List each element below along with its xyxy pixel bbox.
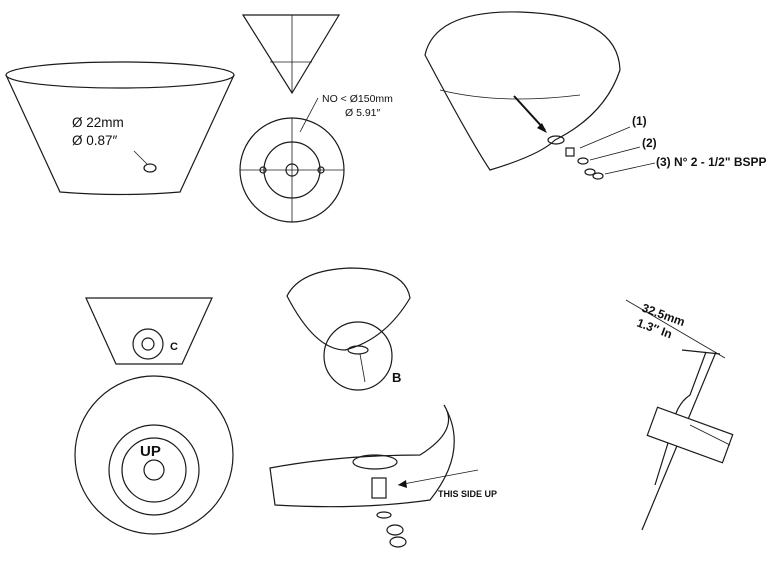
diameter-in-label: Ø 5.91″: [345, 107, 381, 119]
arrow-head: [537, 123, 547, 133]
part-2: [577, 157, 589, 165]
this-side-up-label: THIS SIDE UP: [438, 489, 497, 499]
no-diameter-label: NO < Ø150mm: [322, 93, 393, 105]
cone-detail-view: B: [286, 267, 411, 391]
exploded-assembly: (1) (2) (3) N° 2 - 1/2" BSPP: [424, 11, 767, 180]
leader-1: [579, 126, 631, 149]
fitting-body: [646, 406, 734, 464]
dimension-leader: [299, 97, 319, 133]
cone-bottom-view: UP: [74, 375, 234, 535]
callout-b: B: [392, 370, 401, 385]
hole-diameter-mm: Ø 22mm: [72, 115, 124, 130]
cone-side-view: Ø 22mm Ø 0.87″: [5, 61, 235, 196]
leader-2: [589, 146, 641, 161]
front-body: [85, 297, 213, 365]
insert-washer: [376, 511, 392, 519]
cone-shell: [424, 11, 621, 171]
hole-diameter-in: Ø 0.87″: [72, 133, 118, 148]
up-arrow-line: [397, 469, 479, 486]
part-3-nut-b: [592, 172, 604, 180]
bottom-ring: [108, 424, 200, 516]
fitting-outer: [132, 328, 164, 360]
fitting-inner: [141, 337, 155, 351]
cone-body: [5, 74, 235, 196]
insert-part: [547, 135, 565, 145]
part-1: [565, 147, 575, 157]
cone-front-view: C: [85, 297, 213, 365]
part-3-label: (3) N° 2 - 1/2" BSPP: [656, 155, 767, 169]
callout-c: C: [170, 341, 178, 353]
leader-line: [133, 150, 148, 165]
cone-top-views: NO < Ø150mm Ø 5.91″: [239, 14, 393, 223]
up-label: UP: [140, 443, 161, 460]
bottom-outer: [74, 375, 234, 535]
insert-nut-a: [386, 524, 404, 536]
detail-fitting: [347, 345, 369, 355]
arrow-shaft: [513, 95, 546, 131]
dim-leader: [625, 299, 726, 359]
detail-circle-b: [323, 321, 393, 391]
part-1-label: (1): [632, 114, 647, 128]
up-arrow-head: [398, 480, 407, 488]
part-3-nut-a: [584, 168, 596, 176]
dim-line: [681, 349, 721, 355]
cone-section: [241, 14, 341, 95]
bottom-center: [143, 459, 165, 481]
part-2-label: (2): [642, 136, 657, 150]
detail-stem: [359, 353, 366, 383]
insert-flange: [352, 454, 398, 470]
leader-3: [604, 162, 656, 175]
fitting-centerline: [689, 424, 731, 446]
cross-section-view: 32.5mm 1.3″ In: [625, 299, 734, 531]
detail-cone-shell: [286, 267, 411, 351]
insert-orientation-view: THIS SIDE UP: [269, 404, 497, 548]
insert-nut-b: [389, 536, 407, 548]
bottom-ring-inner: [121, 437, 187, 503]
shell-interior: [439, 89, 581, 100]
insert-sleeve: [371, 477, 387, 499]
cone-rim: [5, 61, 235, 89]
mounting-hole: [143, 163, 157, 173]
